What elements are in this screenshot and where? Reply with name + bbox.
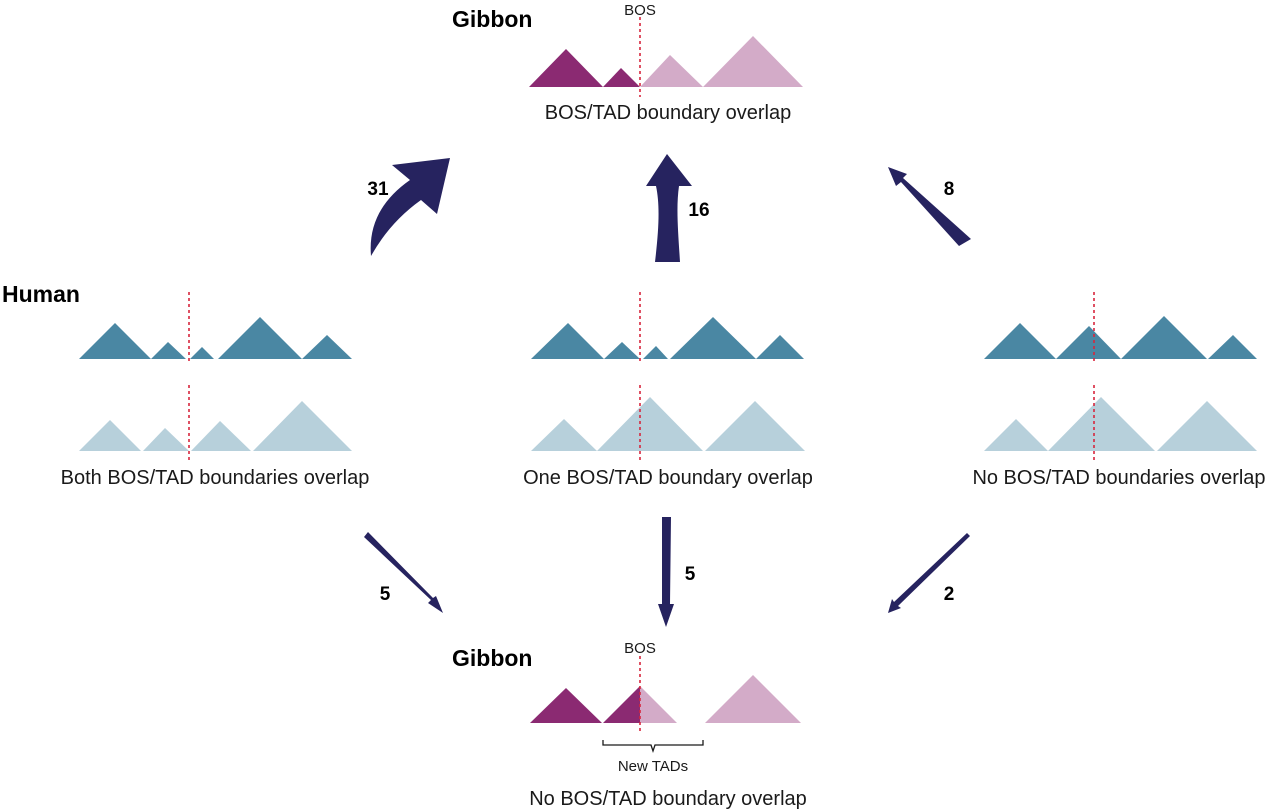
top-caption: BOS/TAD boundary overlap (545, 102, 791, 124)
human-tad (643, 346, 668, 359)
human-tad (190, 347, 214, 359)
arrows-down: 5 5 2 (364, 517, 970, 627)
new-tads-label: New TADs (618, 758, 688, 775)
human-bos-tad (191, 421, 251, 451)
gibbon-tad (529, 49, 603, 87)
human-bos-tad (531, 419, 597, 451)
human-bos-tad (597, 397, 703, 451)
human-tad (1121, 316, 1207, 359)
gibbon-tad (603, 686, 640, 723)
human-bos-tad-row (79, 401, 352, 451)
arrow-none-to-bottom (888, 533, 970, 613)
arrow-both-to-bottom (364, 532, 443, 613)
arrow-none-to-top (888, 167, 971, 246)
human-tad (604, 342, 640, 359)
arrow-one-to-bottom (658, 517, 674, 627)
arrow-one-to-top (646, 154, 692, 262)
human-bos-tad-row (984, 397, 1257, 451)
panel-none: No BOS/TAD boundaries overlap (972, 292, 1266, 489)
count-both-to-bottom: 5 (380, 584, 391, 605)
human-bos-tad-row (531, 397, 805, 451)
human-tad (1056, 326, 1121, 359)
gibbon-top-label: Gibbon (452, 6, 532, 32)
human-tad-row (79, 317, 352, 359)
human-tad (79, 323, 151, 359)
new-tads-bracket (602, 740, 704, 754)
human-bos-tad (143, 428, 189, 451)
count-none-to-top: 8 (944, 179, 955, 200)
human-bos-tad (1157, 401, 1257, 451)
human-tad (302, 335, 352, 359)
arrow-both-to-top (370, 158, 450, 256)
human-tad-row (531, 317, 804, 359)
bos-bottom-label: BOS (624, 640, 656, 657)
count-none-to-bottom: 2 (944, 584, 955, 605)
human-tad (1208, 335, 1257, 359)
gibbon-bottom-label: Gibbon (452, 645, 532, 671)
gibbon-tad (640, 686, 677, 723)
human-bos-tad (705, 401, 805, 451)
human-bos-tad (253, 401, 352, 451)
human-bos-tad (984, 419, 1048, 451)
human-tad (984, 323, 1056, 359)
human-tad (756, 335, 804, 359)
gibbon-tad (603, 68, 640, 87)
human-tad (218, 317, 302, 359)
gibbon-tad (705, 675, 801, 723)
human-bos-tad (1048, 397, 1155, 451)
human-tad (531, 323, 604, 359)
gibbon-bottom-group: Gibbon BOS New TADs No BOS/TAD boundary … (452, 640, 807, 809)
panel-one-caption: One BOS/TAD boundary overlap (523, 467, 813, 489)
panel-none-caption: No BOS/TAD boundaries overlap (972, 467, 1265, 489)
arrows-up: 31 16 8 (367, 154, 971, 262)
human-bos-tad (79, 420, 141, 451)
gibbon-top-tads (529, 36, 803, 87)
panel-both: Both BOS/TAD boundaries overlap (61, 292, 370, 489)
human-tad (151, 342, 186, 359)
gibbon-bottom-tads (530, 675, 801, 723)
human-label: Human (2, 281, 80, 307)
count-one-to-bottom: 5 (685, 564, 696, 585)
bottom-caption: No BOS/TAD boundary overlap (529, 788, 807, 809)
bos-top-label: BOS (624, 2, 656, 19)
gibbon-tad (703, 36, 803, 87)
panel-one: One BOS/TAD boundary overlap (523, 292, 813, 489)
gibbon-tad (530, 688, 602, 723)
count-one-to-top: 16 (688, 200, 709, 221)
human-tad (670, 317, 756, 359)
count-both-to-top: 31 (367, 179, 389, 200)
gibbon-top-group: Gibbon BOS BOS/TAD boundary overlap (452, 2, 803, 124)
panel-both-caption: Both BOS/TAD boundaries overlap (61, 467, 370, 489)
gibbon-tad (640, 55, 703, 87)
human-tad-row (984, 316, 1257, 359)
